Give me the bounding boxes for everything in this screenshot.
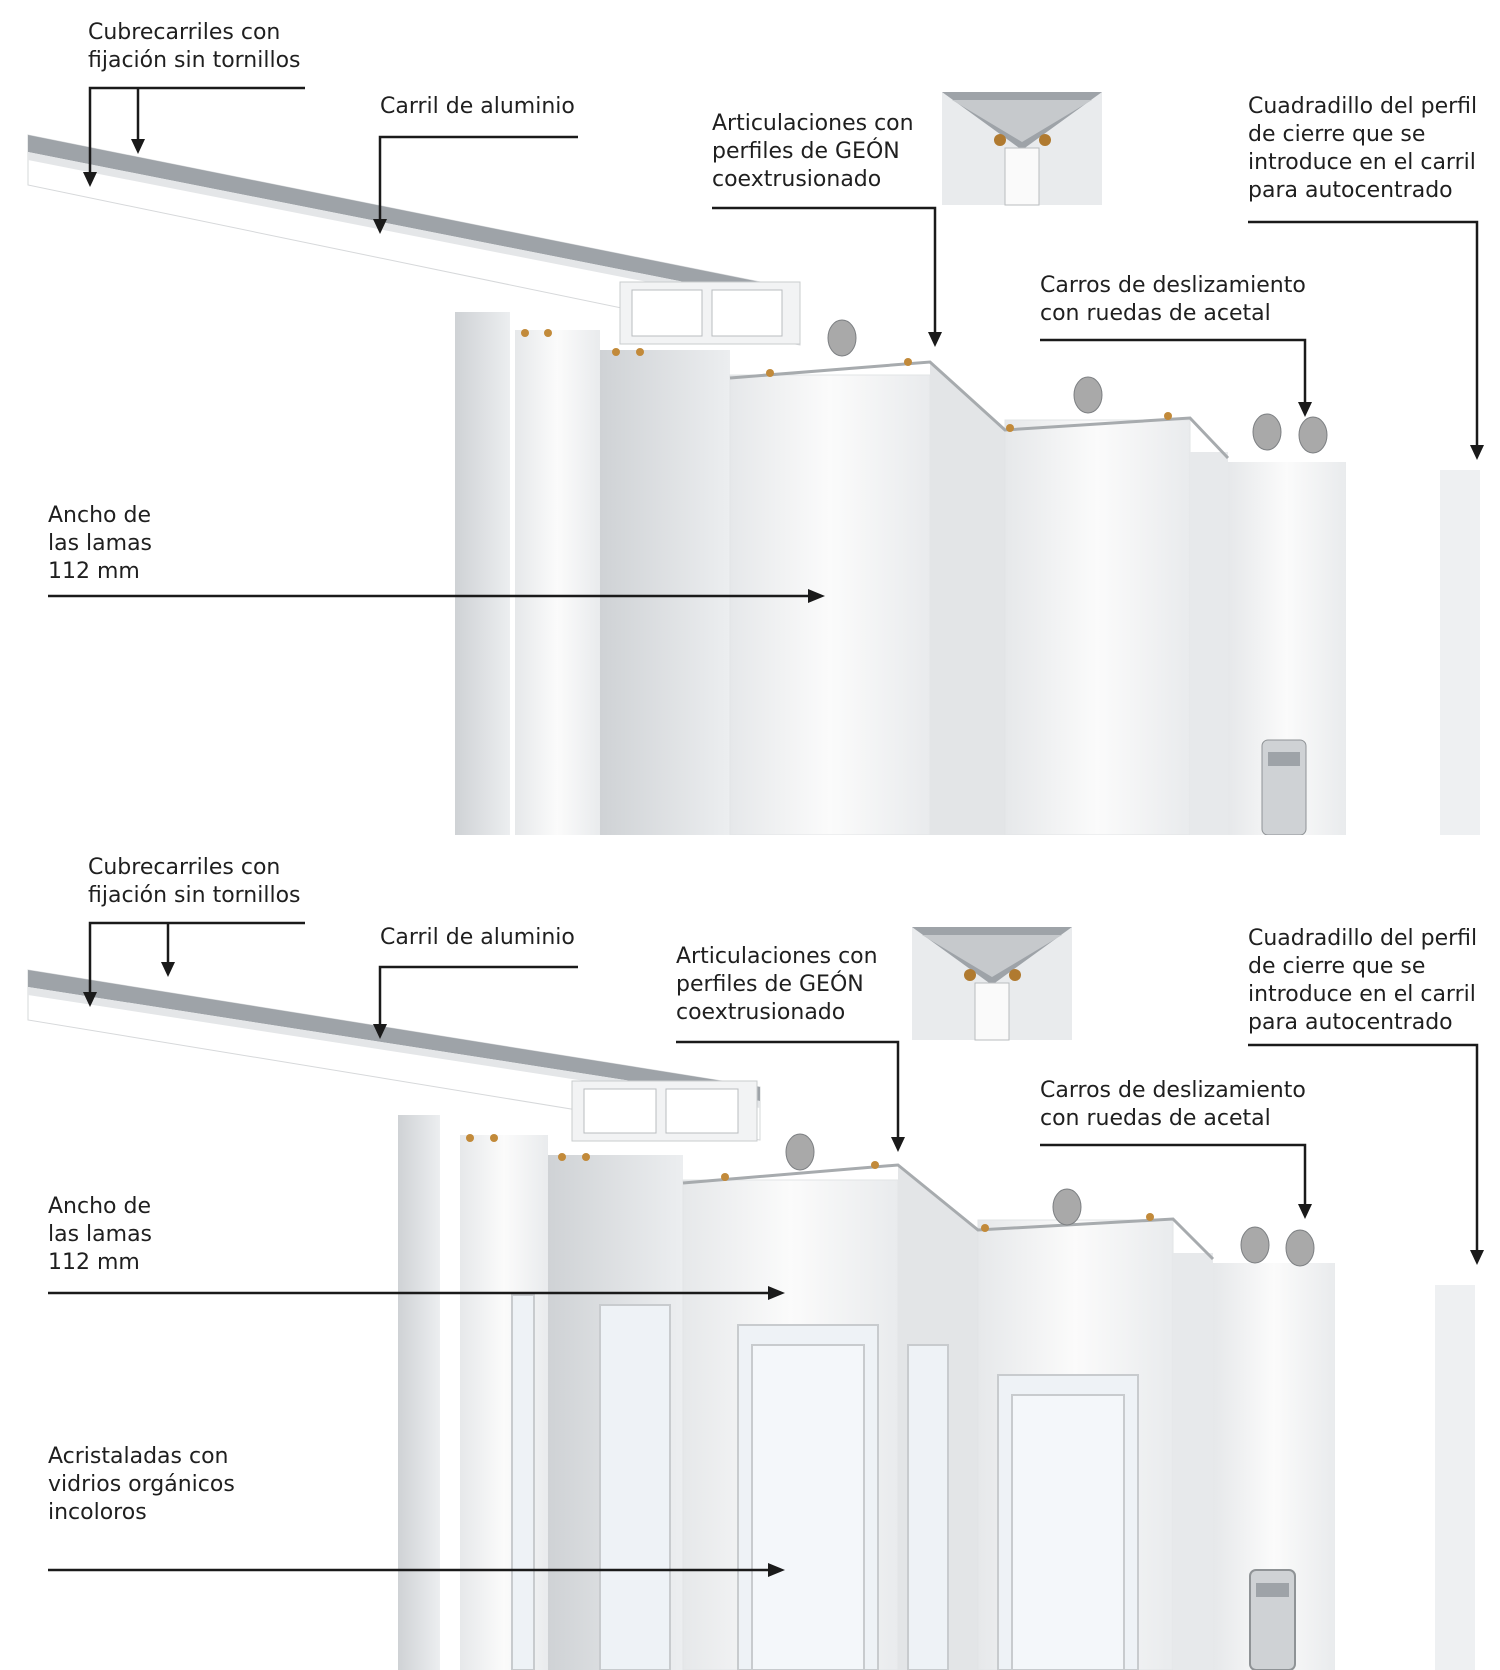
label-closure-profile: Cuadradillo del perfil de cierre que se … (1248, 94, 1478, 203)
carriage-wheels (785, 1133, 1315, 1267)
glazed-panes (511, 1294, 1296, 1670)
label-rail-covers: Cubrecarriles con fijación sin tornillos (88, 20, 301, 73)
folding-slats (398, 1115, 1475, 1670)
label-carriages: Carros de deslizamiento con ruedas de ac… (1040, 1078, 1306, 1131)
diagram-top: Cubrecarriles con fijación sin tornillos… (27, 20, 1484, 835)
label-joints: Articulaciones con perfiles de GEÓN coex… (712, 111, 914, 192)
label-aluminium-rail: Carril de aluminio (380, 94, 575, 119)
aluminium-rail (27, 134, 801, 346)
folding-door-illustration-bottom (27, 921, 1484, 1670)
folding-door-illustration-top (27, 86, 1484, 835)
folding-slats (455, 312, 1480, 835)
joint-detail-inset (942, 92, 1102, 206)
leader-lines (48, 86, 1479, 598)
joint-profiles (466, 1134, 1215, 1261)
label-joints: Articulaciones con perfiles de GEÓN coex… (676, 944, 878, 1025)
label-slat-width: Ancho de las lamas 112 mm (48, 1194, 153, 1275)
arrowheads (83, 962, 1484, 1577)
label-rail-covers: Cubrecarriles con fijación sin tornillos (88, 855, 301, 908)
carriage-wheels (827, 319, 1328, 454)
label-aluminium-rail: Carril de aluminio (380, 925, 575, 950)
label-slat-width: Ancho de las lamas 112 mm (48, 503, 153, 584)
label-glazing: Acristaladas con vidrios orgánicos incol… (48, 1444, 235, 1525)
arrowheads (83, 139, 1484, 603)
diagram-bottom: Cubrecarriles con fijación sin tornillos… (0, 835, 1500, 1670)
joint-detail-inset (912, 927, 1072, 1041)
label-closure-profile: Cuadradillo del perfil de cierre que se … (1248, 926, 1478, 1035)
joint-profiles (521, 329, 1230, 460)
leader-lines (48, 921, 1479, 1572)
aluminium-rail (27, 969, 761, 1142)
label-carriages: Carros de deslizamiento con ruedas de ac… (1040, 273, 1306, 326)
